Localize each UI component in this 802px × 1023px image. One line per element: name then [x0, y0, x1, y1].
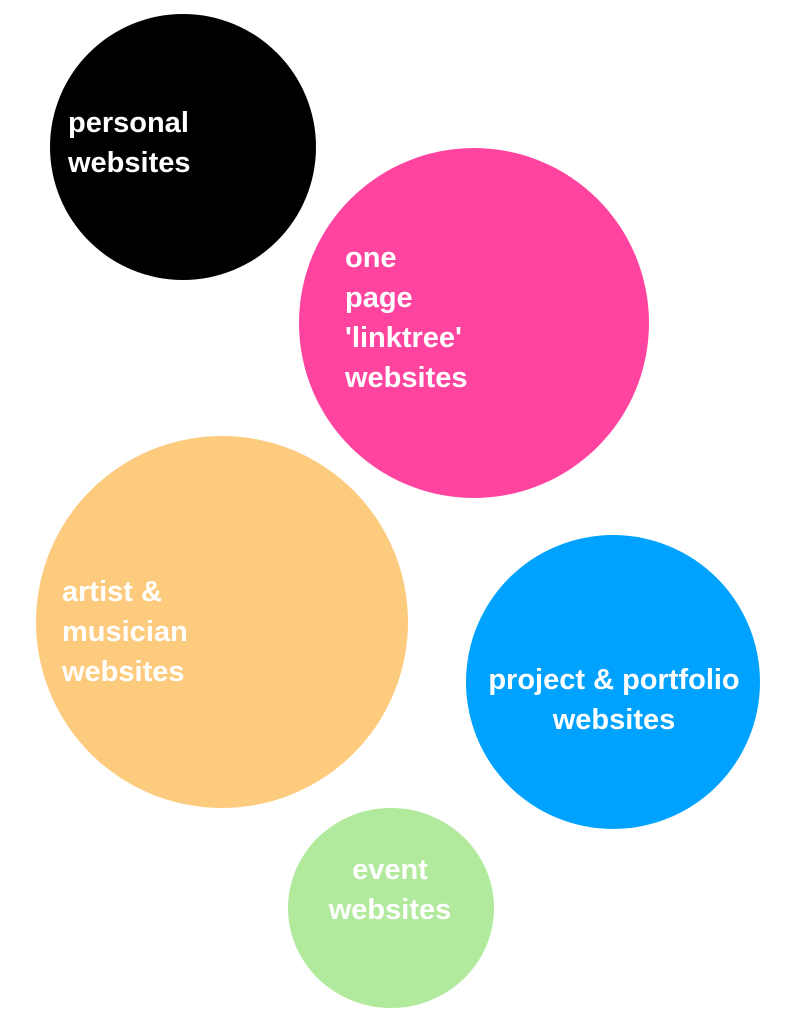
- label-personal: personal websites: [68, 103, 191, 183]
- bubble-personal: [50, 14, 316, 280]
- label-line: websites: [552, 704, 676, 736]
- label-line: websites: [345, 362, 468, 394]
- label-line: musician: [62, 616, 188, 648]
- label-line: page: [345, 282, 413, 314]
- label-linktree: one page 'linktree' websites: [345, 238, 468, 398]
- label-line: personal: [68, 107, 189, 139]
- label-line: project & portfolio: [488, 664, 740, 696]
- label-line: one: [345, 242, 397, 274]
- label-line: 'linktree': [345, 322, 462, 354]
- label-line: websites: [328, 894, 452, 926]
- bubble-linktree: [299, 148, 649, 498]
- label-line: event: [352, 854, 428, 886]
- bubble-event: [288, 808, 494, 1008]
- label-line: websites: [62, 656, 185, 688]
- bubble-portfolio: [466, 535, 760, 829]
- label-line: websites: [68, 147, 191, 179]
- label-event: event websites: [329, 850, 452, 930]
- bubble-artist: [36, 436, 408, 808]
- label-line: artist &: [62, 576, 162, 608]
- label-artist: artist & musician websites: [62, 572, 188, 692]
- label-portfolio: project & portfolio websites: [488, 660, 739, 740]
